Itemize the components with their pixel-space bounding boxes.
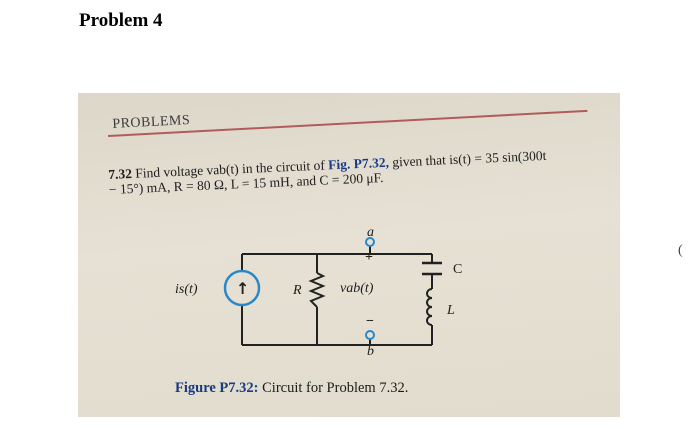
circuit-wires <box>241 246 433 346</box>
page-heading: Problem 4 <box>79 10 163 31</box>
node-b-label: b <box>367 344 374 359</box>
textbook-photo: PROBLEMS 7.32 Find voltage vab(t) in the… <box>78 93 620 417</box>
caption-text: Circuit for Problem 7.32. <box>262 380 409 396</box>
side-fragment: ( <box>678 243 683 258</box>
figure-caption: Figure P7.32: Circuit for Problem 7.32. <box>175 380 408 397</box>
current-source-icon <box>223 269 261 307</box>
circuit-diagram: ↑ a + − b is(t) R vab(t) C L <box>175 225 462 359</box>
caption-label: Figure P7.32: <box>175 380 259 396</box>
minus-sign: − <box>366 314 374 329</box>
inductor-label: L <box>446 303 455 318</box>
resistor-icon <box>308 272 326 308</box>
plus-sign: + <box>365 250 373 265</box>
node-a-label: a <box>367 225 374 240</box>
inductor-icon <box>426 288 433 326</box>
node-b-terminal <box>365 330 375 340</box>
capacitor-icon <box>422 261 442 276</box>
capacitor-label: C <box>453 262 462 277</box>
resistor-label: R <box>292 283 302 298</box>
source-arrow-icon: ↑ <box>236 279 249 298</box>
source-label: is(t) <box>175 282 198 297</box>
node-a-terminal <box>365 237 375 247</box>
voltage-label: vab(t) <box>340 281 374 296</box>
